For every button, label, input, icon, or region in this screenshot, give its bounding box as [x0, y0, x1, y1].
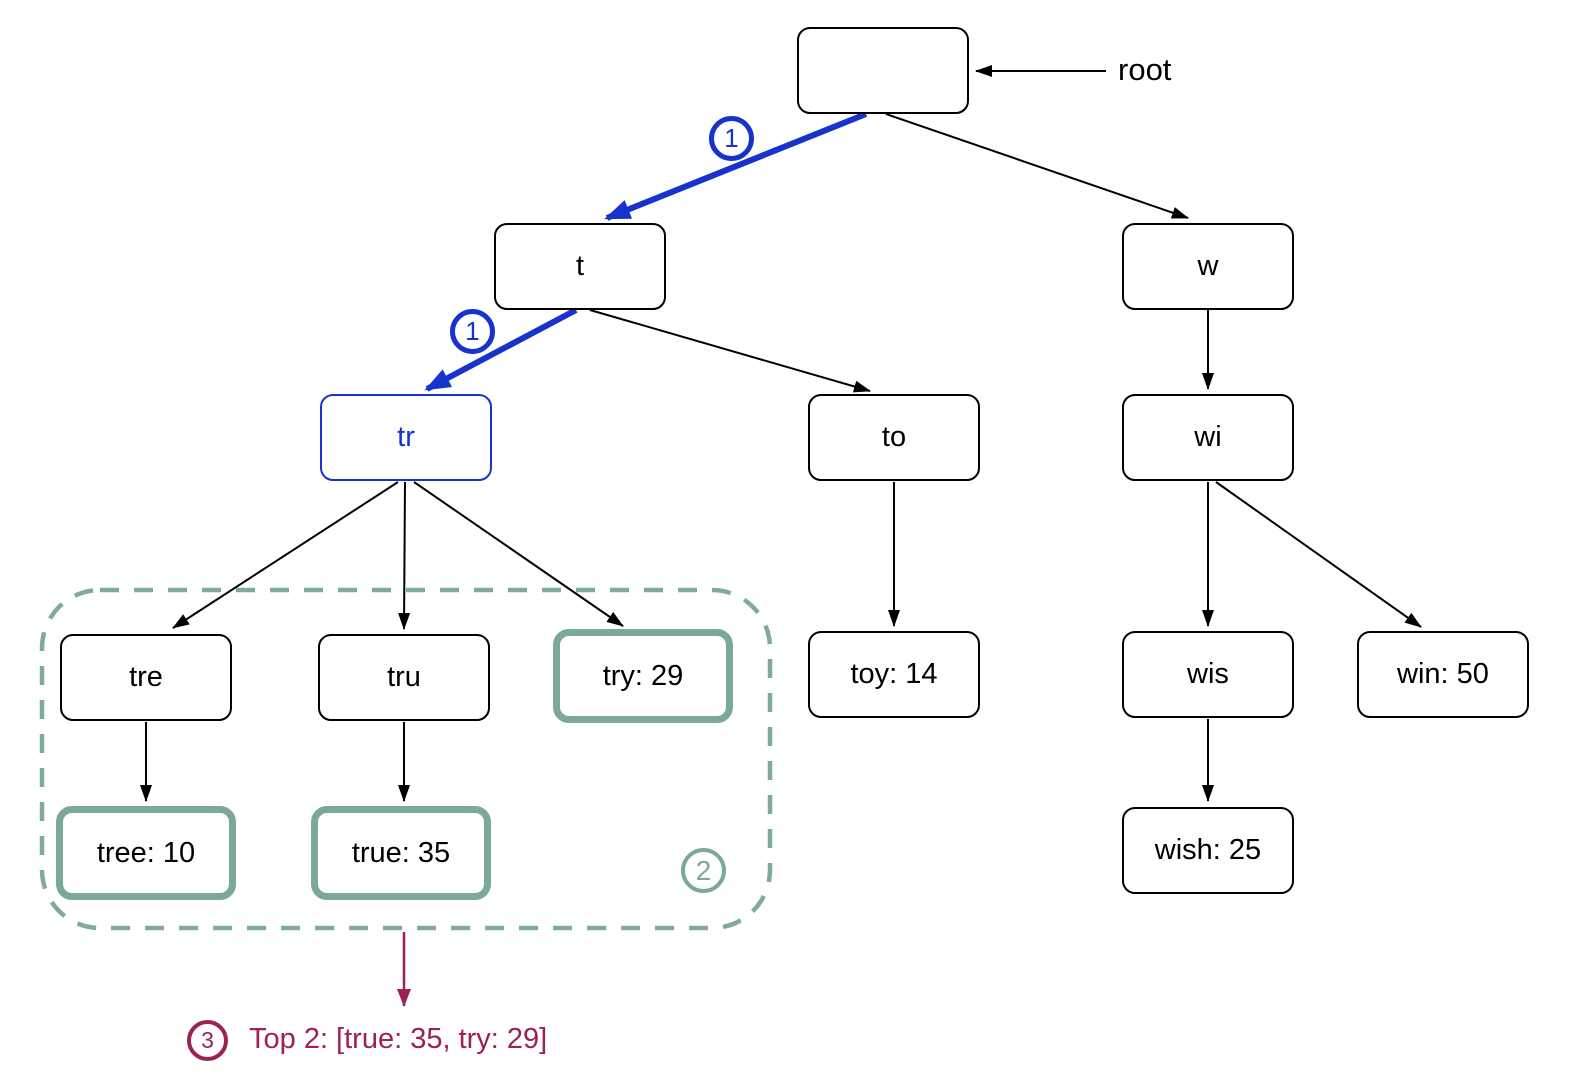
- node-label: toy: 14: [850, 658, 938, 690]
- edge-tr-try: [413, 481, 624, 627]
- top2-result-text: Top 2: [true: 35, try: 29]: [249, 1023, 548, 1055]
- edge-root-t: [604, 111, 868, 221]
- node-label: tr: [397, 421, 415, 453]
- node-w[interactable]: w: [1122, 223, 1294, 310]
- edge-wi-win: [1215, 481, 1422, 628]
- node-try[interactable]: try: 29: [553, 629, 733, 723]
- node-wish[interactable]: wish: 25: [1122, 807, 1294, 894]
- edge-root-w: [885, 113, 1189, 219]
- edge-tr-tru: [398, 481, 411, 630]
- node-label: true: 35: [351, 836, 451, 869]
- node-tru[interactable]: tru: [318, 634, 490, 721]
- step-1-badge-t-tr: 1: [450, 309, 495, 354]
- edge-t-to: [589, 309, 871, 393]
- node-label: w: [1197, 250, 1219, 282]
- step-number: 3: [201, 1027, 214, 1053]
- node-toy[interactable]: toy: 14: [808, 631, 980, 718]
- node-win[interactable]: win: 50: [1357, 631, 1529, 718]
- step-number: 1: [465, 316, 480, 346]
- node-root[interactable]: [797, 27, 969, 114]
- node-wis[interactable]: wis: [1122, 631, 1294, 718]
- node-label: win: 50: [1397, 658, 1489, 690]
- node-label: tru: [387, 661, 421, 693]
- node-label: wish: 25: [1154, 834, 1262, 866]
- step-number: 2: [695, 854, 712, 886]
- node-wi[interactable]: wi: [1122, 394, 1294, 481]
- node-label: tree: 10: [96, 836, 196, 869]
- step-1-badge-root-t: 1: [709, 116, 754, 161]
- node-tree[interactable]: tree: 10: [56, 806, 236, 900]
- node-label: tre: [129, 661, 163, 693]
- step-3-badge: 3: [187, 1020, 228, 1061]
- node-to[interactable]: to: [808, 394, 980, 481]
- node-label: wi: [1194, 421, 1222, 453]
- node-tr[interactable]: tr: [320, 394, 492, 481]
- node-t[interactable]: t: [494, 223, 666, 310]
- step-number: 1: [724, 123, 739, 153]
- edge-tr-tre: [172, 481, 399, 629]
- node-tre[interactable]: tre: [60, 634, 232, 721]
- collected-region-outline: [39, 587, 773, 931]
- node-label: t: [575, 250, 585, 282]
- node-label: try: 29: [602, 659, 684, 692]
- step-2-badge: 2: [681, 848, 726, 893]
- edge-t-tr: [424, 307, 578, 392]
- root-pointer-label: root: [1118, 52, 1172, 87]
- node-label: wis: [1187, 658, 1229, 690]
- node-true[interactable]: true: 35: [311, 806, 491, 900]
- node-label: to: [881, 421, 907, 453]
